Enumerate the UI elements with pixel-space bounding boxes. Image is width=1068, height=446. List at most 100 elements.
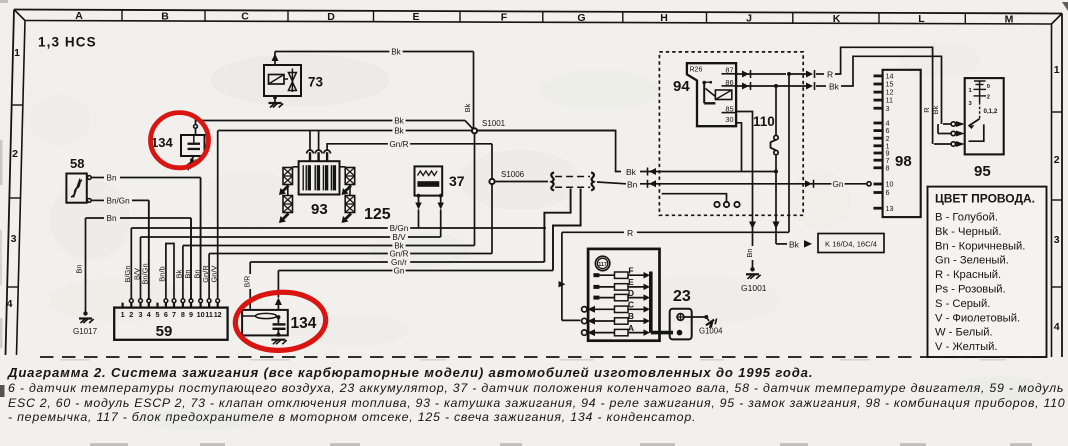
svg-text:Bk: Bk	[789, 239, 800, 249]
svg-text:94: 94	[673, 78, 690, 95]
svg-text:Bn: Bn	[107, 214, 117, 223]
svg-text:1: 1	[14, 47, 20, 59]
svg-text:87: 87	[725, 66, 733, 75]
svg-text:Bn: Bn	[75, 264, 84, 273]
svg-text:5: 5	[156, 310, 160, 319]
svg-text:D: D	[628, 288, 634, 298]
svg-text:2: 2	[129, 310, 133, 319]
svg-text:7: 7	[886, 156, 890, 165]
svg-text:Bn/b: Bn/b	[158, 266, 167, 281]
svg-text:R: R	[922, 107, 931, 113]
svg-text:Bk: Bk	[175, 269, 184, 278]
svg-text:59: 59	[156, 323, 173, 340]
svg-text:G1001: G1001	[741, 283, 767, 293]
svg-text:G1017: G1017	[73, 327, 98, 336]
svg-text:Bn: Bn	[183, 269, 192, 278]
svg-text:Bk: Bk	[394, 241, 404, 250]
svg-text:Bn - Коричневый.: Bn - Коричневый.	[935, 240, 1025, 252]
svg-text:Gn: Gn	[394, 266, 405, 275]
svg-text:Bn/Gn: Bn/Gn	[141, 263, 150, 284]
svg-text:K: K	[833, 13, 841, 25]
svg-text:Bn: Bn	[627, 179, 638, 189]
svg-text:Gn/R: Gn/R	[389, 140, 408, 149]
svg-text:110: 110	[753, 114, 775, 129]
svg-text:37: 37	[449, 173, 465, 189]
svg-text:Gn/R: Gn/R	[389, 249, 408, 258]
svg-text:F: F	[501, 12, 508, 24]
svg-text:R: R	[827, 70, 833, 80]
svg-text:3: 3	[969, 101, 973, 107]
svg-text:A: A	[628, 323, 634, 333]
svg-text:Bk: Bk	[391, 47, 401, 56]
svg-text:11: 11	[886, 96, 893, 105]
svg-text:13: 13	[886, 204, 894, 213]
svg-text:7: 7	[172, 310, 176, 319]
svg-text:4: 4	[886, 119, 890, 128]
svg-text:E: E	[628, 277, 634, 287]
svg-text:98: 98	[895, 153, 912, 170]
svg-text:Bk: Bk	[394, 126, 404, 135]
svg-text:G: G	[577, 12, 585, 24]
svg-text:E: E	[412, 11, 419, 23]
svg-text:W - Белый.: W - Белый.	[935, 327, 993, 339]
svg-text:B: B	[628, 311, 634, 321]
svg-text:8: 8	[181, 310, 185, 319]
svg-text:14: 14	[886, 72, 894, 81]
svg-text:1: 1	[969, 88, 973, 94]
svg-text:H: H	[660, 12, 668, 24]
svg-text:8: 8	[886, 163, 890, 172]
svg-text:3: 3	[886, 104, 890, 113]
svg-text:73: 73	[308, 75, 324, 90]
svg-text:B/V: B/V	[132, 268, 141, 280]
svg-text:95: 95	[974, 163, 991, 180]
svg-text:L: L	[918, 13, 925, 25]
svg-text:2: 2	[12, 148, 18, 160]
svg-text:9: 9	[886, 149, 890, 158]
svg-text:0,1,2: 0,1,2	[984, 108, 998, 115]
svg-text:R26: R26	[690, 67, 703, 74]
svg-text:ЦВЕТ ПРОВОДА.: ЦВЕТ ПРОВОДА.	[935, 192, 1035, 206]
svg-text:134: 134	[291, 315, 317, 332]
svg-text:2: 2	[886, 134, 890, 143]
svg-text:V - Желтый.: V - Желтый.	[935, 341, 998, 353]
svg-text:23: 23	[673, 288, 691, 305]
svg-text:F: F	[628, 265, 633, 275]
svg-text:C: C	[241, 11, 249, 23]
svg-text:11: 11	[205, 310, 213, 319]
svg-text:125: 125	[364, 206, 391, 223]
svg-text:2: 2	[987, 95, 990, 101]
svg-text:3: 3	[1054, 234, 1060, 246]
svg-text:Bn/Gn: Bn/Gn	[107, 196, 131, 205]
svg-text:B/R: B/R	[244, 276, 251, 288]
svg-text:B/V: B/V	[392, 233, 406, 242]
svg-text:3: 3	[139, 310, 143, 319]
svg-text:12: 12	[214, 310, 222, 319]
svg-text:6: 6	[886, 188, 890, 197]
svg-text:R - Красный.: R - Красный.	[935, 269, 1001, 281]
svg-text:G1004: G1004	[699, 327, 723, 336]
svg-text:Gn: Gn	[833, 180, 844, 189]
svg-text:V - Фиолетовый.: V - Фиолетовый.	[935, 312, 1020, 324]
svg-text:M: M	[1005, 13, 1014, 25]
svg-text:58: 58	[70, 156, 84, 171]
svg-text:R: R	[627, 228, 633, 238]
svg-text:6: 6	[886, 126, 890, 135]
svg-text:S1006: S1006	[501, 170, 525, 179]
svg-text:10: 10	[886, 180, 894, 189]
svg-text:1: 1	[1054, 64, 1060, 76]
svg-text:6: 6	[164, 310, 168, 319]
svg-text:93: 93	[311, 201, 328, 218]
svg-text:12: 12	[886, 88, 894, 97]
svg-text:134: 134	[151, 135, 173, 150]
svg-text:Bk: Bk	[394, 116, 404, 125]
svg-text:15: 15	[886, 80, 894, 89]
svg-text:K 16/D4, 16C/4: K 16/D4, 16C/4	[825, 239, 877, 248]
svg-text:S1001: S1001	[482, 119, 506, 128]
svg-text:2: 2	[1054, 154, 1060, 166]
svg-text:4: 4	[7, 298, 13, 310]
svg-text:3: 3	[11, 233, 17, 245]
svg-text:Bk: Bk	[931, 105, 940, 114]
svg-text:10: 10	[197, 310, 205, 319]
svg-text:9: 9	[189, 310, 193, 319]
svg-text:85: 85	[725, 105, 733, 114]
